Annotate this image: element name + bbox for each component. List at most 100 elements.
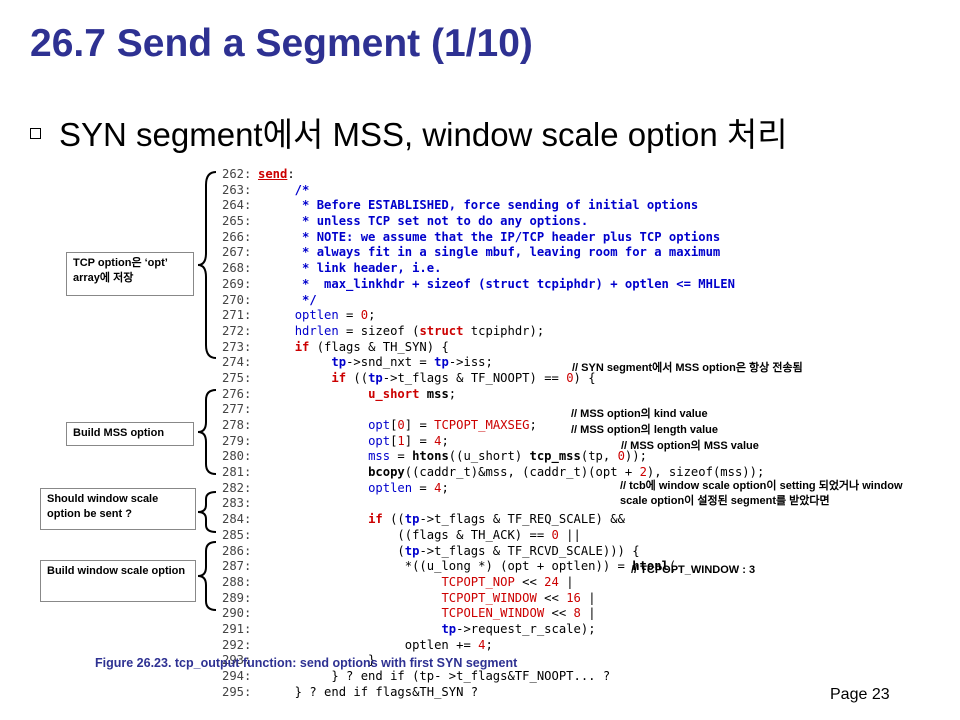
code-line: 292: optlen += 4; (222, 638, 764, 654)
line-number: 286: (222, 543, 252, 558)
annotation-length: // MSS option의 length value (571, 424, 719, 436)
code-line: 272: hdrlen = sizeof (struct tcpiphdr); (222, 324, 764, 340)
code-token (258, 606, 441, 620)
code-token: } ? end if (tp- >t_flags&TF_NOOPT... ? (258, 669, 611, 683)
code-line: 287: *((u_long *) (opt + optlen)) = hton… (222, 559, 764, 575)
code-token: | (580, 606, 596, 621)
code-line: 278: opt[0] = TCPOPT_MAXSEG; (222, 418, 764, 434)
code-token: ->t_flags & TF_RCVD_SCALE))) { (419, 543, 640, 558)
line-number: 295: (222, 684, 252, 699)
code-token (258, 575, 441, 589)
code-token: ; (529, 418, 537, 432)
line-number: 288: (222, 574, 252, 589)
should-window-scale-box: Should window scale option be sent ? (40, 488, 196, 530)
code-line: 290: TCPOLEN_WINDOW << 8 | (222, 606, 764, 622)
line-number: 267: (222, 245, 252, 260)
code-token: mss (426, 386, 449, 401)
code-token: tcpiphdr); (463, 323, 545, 338)
code-token: 8 (573, 606, 581, 621)
code-token: )); (624, 449, 647, 464)
brace-build-window-scale (197, 541, 217, 611)
code-token: if (368, 512, 383, 527)
code-token: tp (404, 512, 420, 527)
code-token: * unless TCP set not to do any options. (258, 214, 589, 229)
code-token: hdrlen (294, 323, 339, 338)
code-token (258, 340, 295, 354)
code-line: 262:send: (222, 167, 764, 183)
code-token: | (580, 590, 596, 605)
build-mss-box: Build MSS option (66, 422, 194, 446)
line-number: 265: (222, 214, 252, 229)
line-number: 268: (222, 261, 252, 276)
code-line: 267: * always fit in a single mbuf, leav… (222, 245, 764, 261)
code-token: ( (258, 543, 405, 558)
code-token: opt (368, 433, 391, 448)
line-number: 292: (222, 637, 252, 652)
code-token: TCPOPT_WINDOW (441, 590, 537, 605)
code-token: (flags & TH_SYN) { (309, 339, 449, 354)
code-token: << (514, 574, 545, 589)
line-number: 266: (222, 229, 252, 244)
code-token: opt (368, 418, 391, 432)
code-token: * always fit in a single mbuf, leaving r… (258, 245, 721, 260)
line-number: 282: (222, 480, 252, 495)
code-token: bcopy (368, 465, 405, 480)
code-line: 283: (222, 496, 764, 512)
line-number: 262: (222, 167, 252, 181)
code-token: } (258, 653, 376, 668)
code-token: tcp_mss (529, 449, 581, 464)
code-line: 264: * Before ESTABLISHED, force sending… (222, 198, 764, 214)
line-number: 293: (222, 653, 252, 668)
annotation-mss-value: // MSS option의 MSS value (621, 440, 759, 452)
code-token: struct (419, 323, 464, 338)
code-line: 275: if ((tp->t_flags & TF_NOOPT) == 0) … (222, 371, 764, 387)
line-number: 290: (222, 606, 252, 621)
code-line: 279: opt[1] = 4; (222, 434, 764, 450)
code-token: tp (331, 355, 347, 370)
code-line: 285: ((flags & TH_ACK) == 0 || (222, 528, 764, 544)
line-number: 264: (222, 198, 252, 213)
code-token: } ? end if flags&TH_SYN ? (258, 684, 479, 699)
code-token: (( (382, 512, 405, 527)
code-line: 291: tp->request_r_scale); (222, 622, 764, 638)
code-token: 0 (360, 308, 369, 323)
code-line: 266: * NOTE: we assume that the IP/TCP h… (222, 230, 764, 246)
code-token (258, 418, 368, 432)
code-token: optlen += (258, 637, 479, 652)
code-line: 293: } (222, 653, 764, 669)
line-number: 273: (222, 339, 252, 354)
code-token: 24 (544, 574, 559, 589)
code-token (258, 355, 331, 369)
code-line: 277: (222, 402, 764, 418)
code-token: ->snd_nxt = (346, 355, 435, 370)
code-line: 284: if ((tp->t_flags & TF_REQ_SCALE) && (222, 512, 764, 528)
line-number: 270: (222, 292, 252, 307)
code-token: ->iss; (448, 355, 493, 370)
code-token (258, 449, 368, 463)
code-token (258, 371, 331, 385)
code-line: 281: bcopy((caddr_t)&mss, (caddr_t)(opt … (222, 465, 764, 481)
code-token (258, 591, 441, 605)
code-token: = sizeof ( (338, 323, 420, 338)
code-token: * max_linkhdr + sizeof (struct tcpiphdr)… (258, 276, 735, 291)
code-token: = (390, 449, 413, 464)
code-line: 274: tp->snd_nxt = tp->iss; (222, 355, 764, 371)
code-token: optlen (368, 480, 413, 495)
code-token: * Before ESTABLISHED, force sending of i… (258, 198, 699, 213)
line-number: 284: (222, 512, 252, 527)
code-token: << (536, 590, 567, 605)
line-number: 291: (222, 621, 252, 636)
code-token: ((flags & TH_ACK) == (258, 527, 552, 542)
code-token: ; (368, 308, 376, 323)
page-title: 26.7 Send a Segment (1/10) (30, 22, 533, 65)
code-token (258, 324, 295, 338)
line-number: 281: (222, 465, 252, 480)
code-token: * NOTE: we assume that the IP/TCP header… (258, 229, 721, 244)
code-token: ((u_short) (448, 449, 530, 464)
code-line: 271: optlen = 0; (222, 308, 764, 324)
line-number: 294: (222, 669, 252, 683)
code-line: 270: */ (222, 293, 764, 309)
code-token: : (287, 167, 295, 181)
code-token: ] = (404, 418, 435, 432)
square-bullet-icon (30, 127, 41, 139)
